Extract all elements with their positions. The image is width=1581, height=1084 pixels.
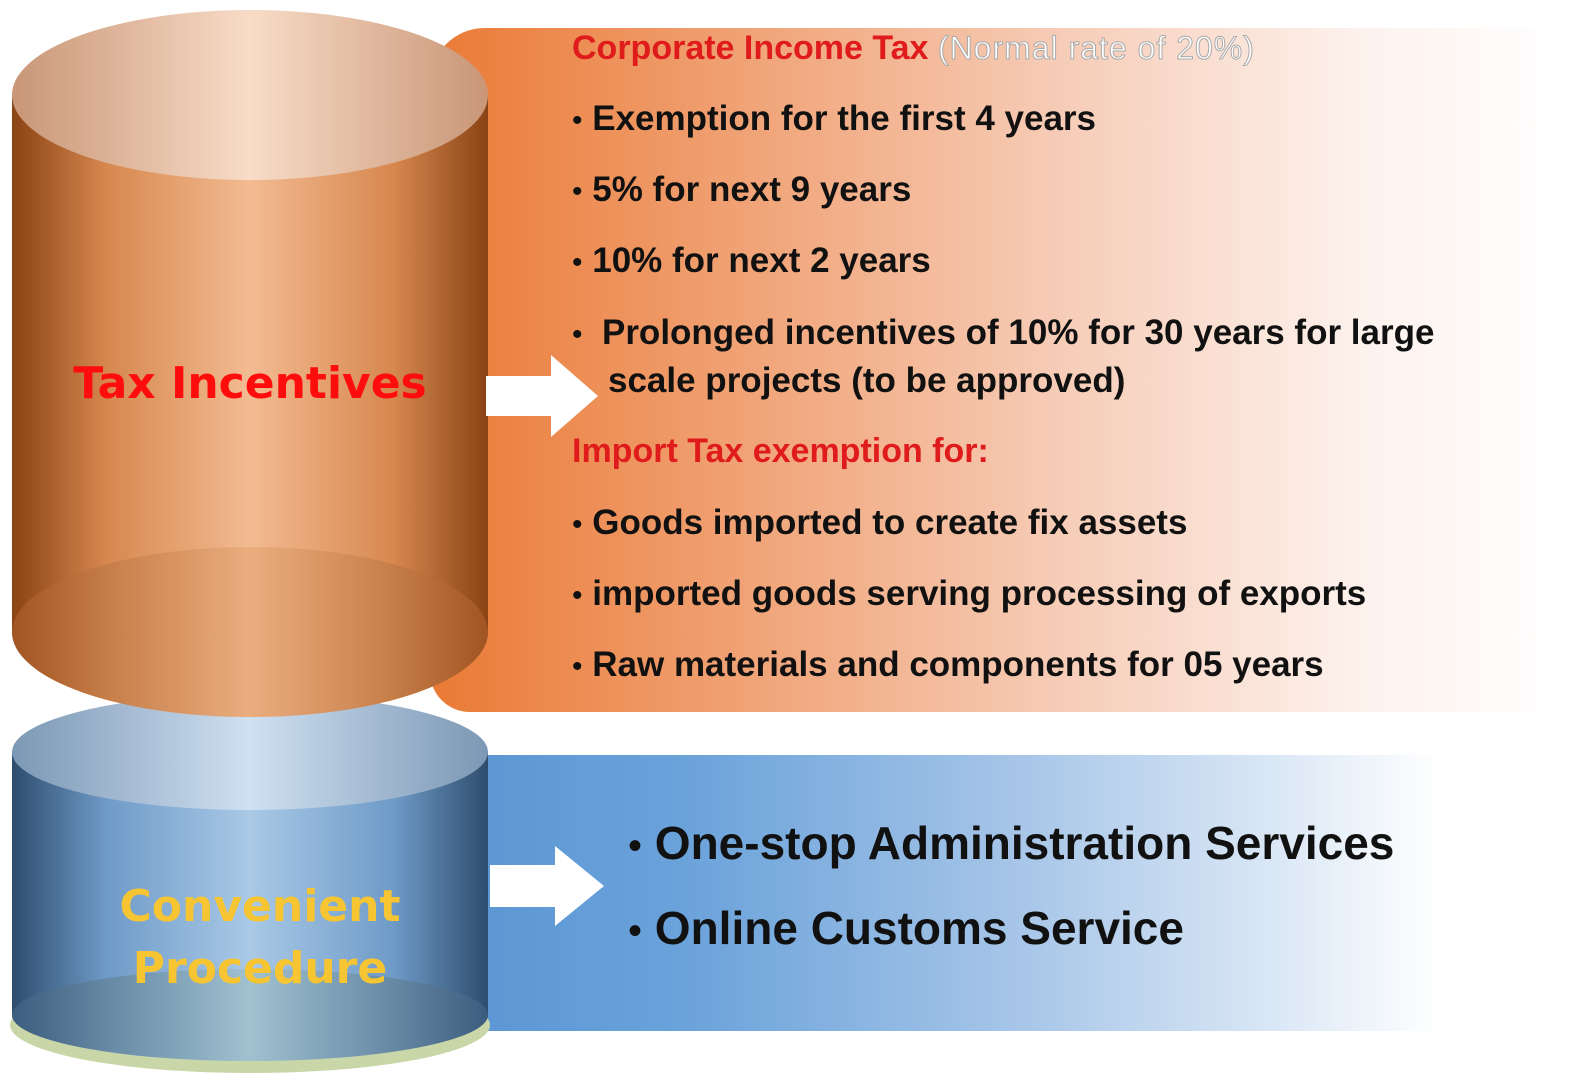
cit-item: • 5% for next 9 years	[572, 170, 912, 209]
procedure-item-text: One-stop Administration Services	[654, 817, 1395, 869]
import-item-text: Raw materials and components for 05 year…	[592, 645, 1324, 684]
import-item: • Raw materials and components for 05 ye…	[572, 645, 1324, 684]
convenient-procedure-label: Convenient Procedure	[50, 876, 470, 1000]
cit-item-text: 10% for next 2 years	[592, 241, 931, 280]
cit-item: • Exemption for the first 4 years	[572, 99, 1097, 138]
convenient-procedure-cylinder	[10, 694, 490, 1073]
tax-incentives-label: Tax Incentives	[73, 358, 427, 409]
arrow-right-icon	[490, 846, 604, 926]
cit-item: • Prolonged incentives of 10% for 30 yea…	[572, 313, 1435, 352]
convenient-procedure-label-line2: Procedure	[132, 943, 388, 994]
tax-incentives-cylinder	[12, 10, 488, 717]
procedure-item: • Online Customs Service	[628, 902, 1184, 954]
import-item: • imported goods serving processing of e…	[572, 574, 1367, 613]
cit-item-text: Exemption for the first 4 years	[592, 99, 1097, 138]
cit-item-text: 5% for next 9 years	[592, 170, 912, 209]
import-item-text: imported goods serving processing of exp…	[592, 574, 1367, 613]
cit-item-text: Prolonged incentives of 10% for 30 years…	[601, 313, 1435, 352]
import-item: • Goods imported to create fix assets	[572, 503, 1188, 542]
procedure-item: • One-stop Administration Services	[628, 817, 1395, 869]
convenient-procedure-panel	[430, 755, 1440, 1031]
procedure-item-text: Online Customs Service	[654, 902, 1184, 954]
cit-normal-rate-note: (Normal rate of 20%)	[937, 30, 1255, 67]
cit-item-continuation: scale projects (to be approved)	[608, 361, 1126, 400]
cit-item: • 10% for next 2 years	[572, 241, 931, 280]
cit-heading: Corporate Income Tax (Normal rate of 20%…	[572, 29, 1255, 68]
tax-incentives-panel	[430, 28, 1560, 712]
cit-heading-text: Corporate Income Tax	[572, 29, 929, 67]
arrow-right-icon	[486, 355, 598, 437]
import-heading: Import Tax exemption for:	[572, 432, 989, 470]
import-item-text: Goods imported to create fix assets	[592, 503, 1188, 542]
convenient-procedure-label-line1: Convenient	[119, 881, 401, 932]
